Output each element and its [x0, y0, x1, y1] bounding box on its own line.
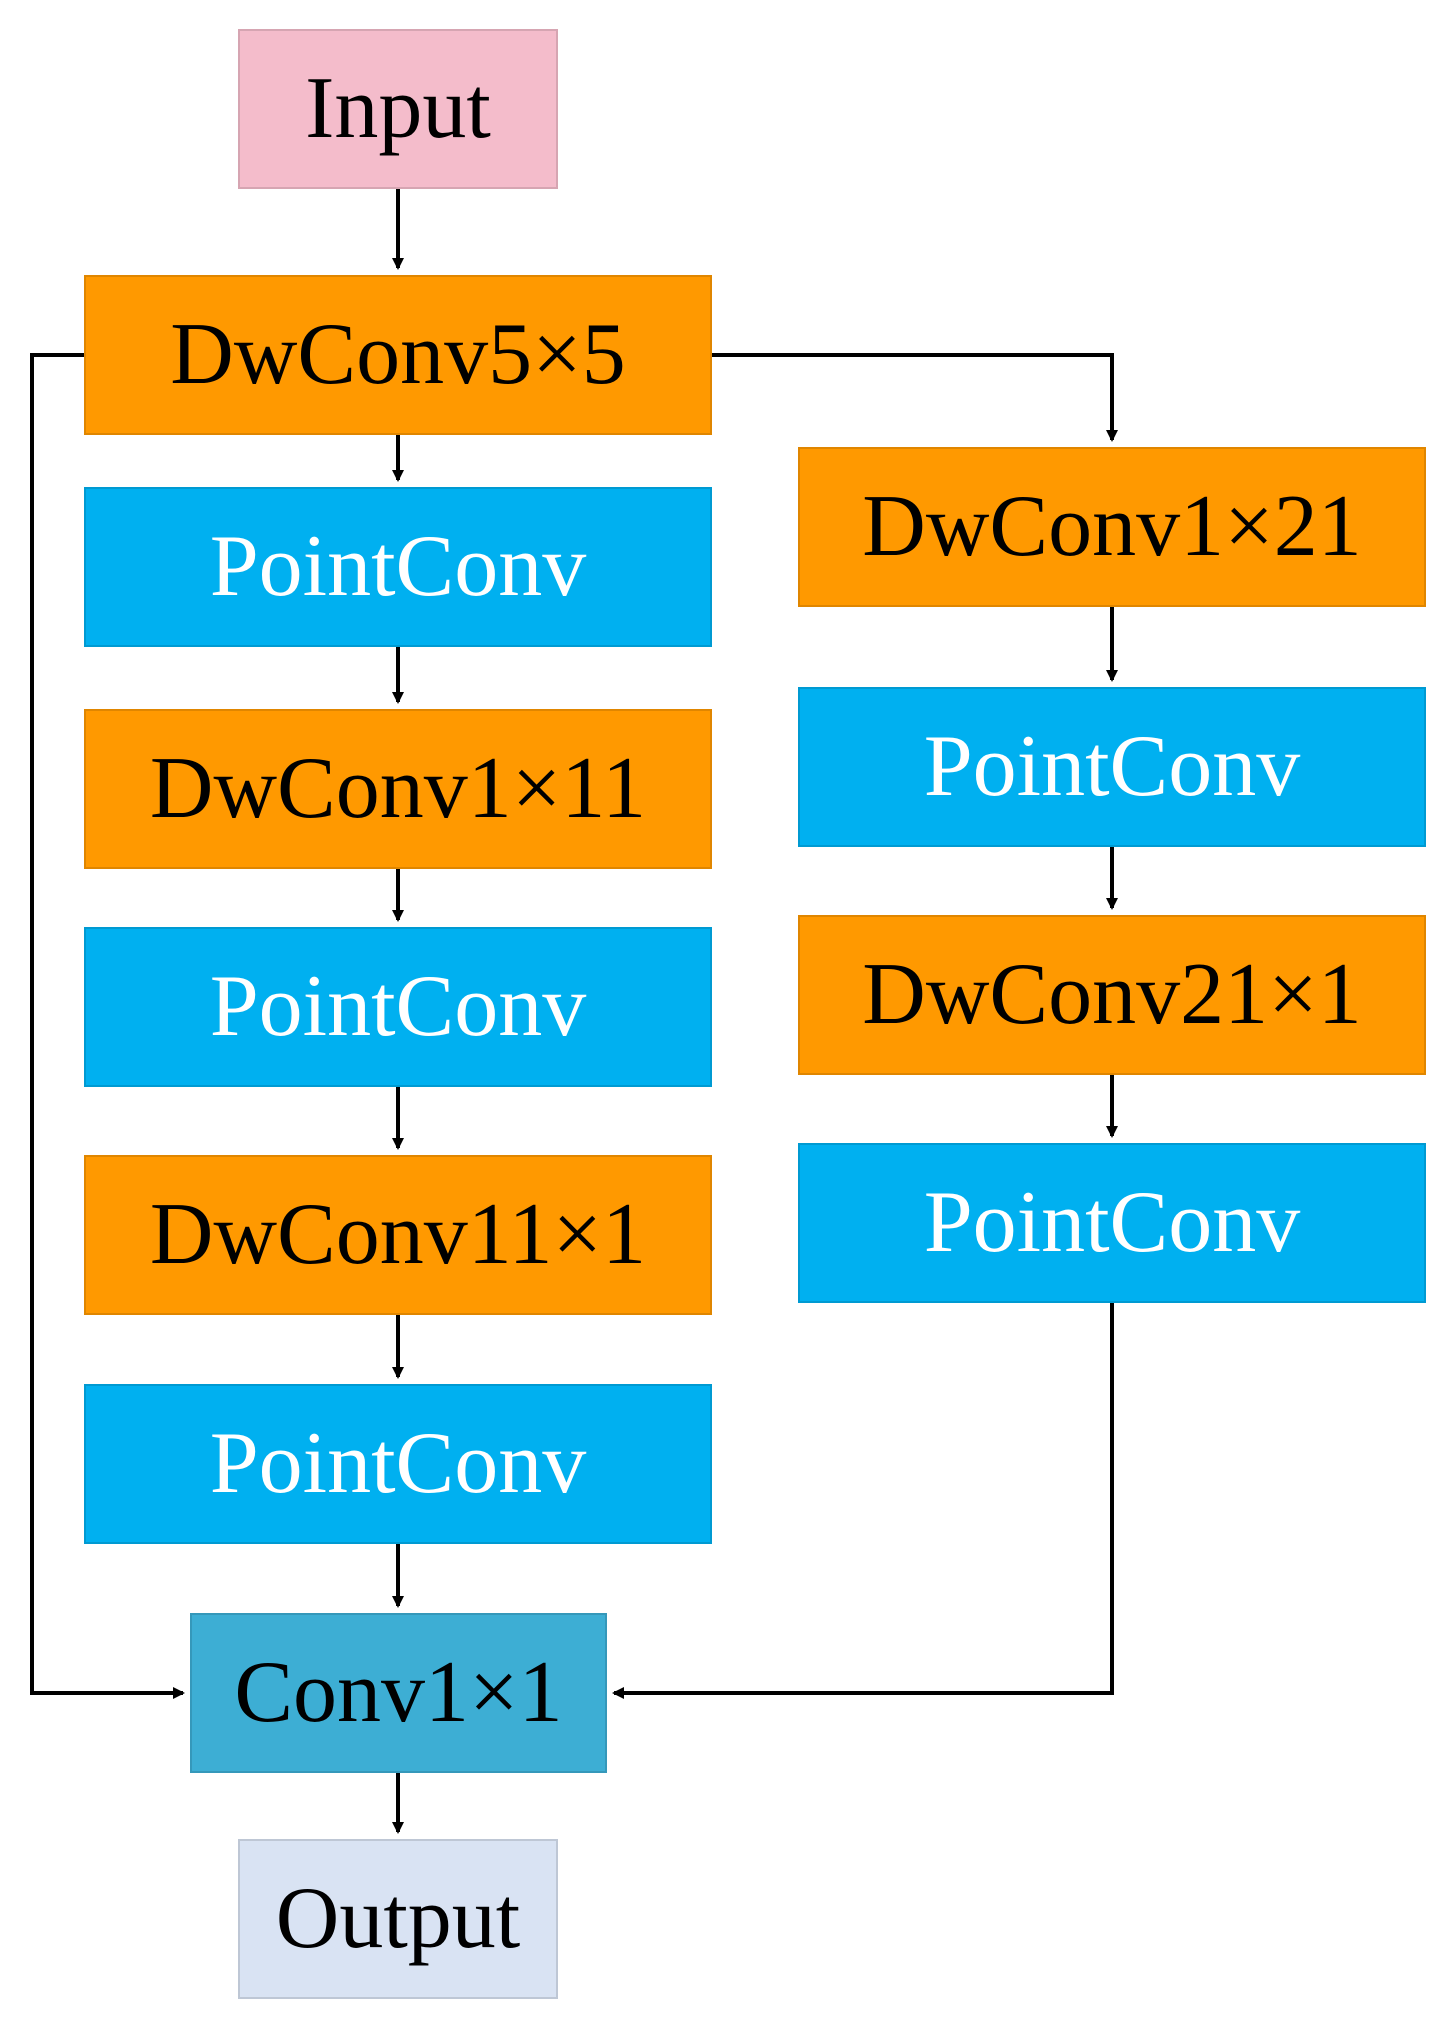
dwconv-5x5-node: DwConv5×5 [84, 275, 712, 435]
pointconv-label-3: PointConv [209, 1415, 587, 1512]
pointconv-node-4: PointConv [798, 687, 1426, 847]
pointconv-node-5: PointConv [798, 1143, 1426, 1303]
output-node: Output [238, 1839, 558, 1999]
dwconv-1x11-node: DwConv1×11 [84, 709, 712, 869]
dwconv-21x1-node: DwConv21×1 [798, 915, 1426, 1075]
pointconv-label-5: PointConv [923, 1174, 1301, 1271]
conv-1x1-node: Conv1×1 [190, 1613, 607, 1773]
pointconv-label-4: PointConv [923, 718, 1301, 815]
pointconv-node-1: PointConv [84, 487, 712, 647]
input-node: Input [238, 29, 558, 189]
dwconv-5x5-label: DwConv5×5 [170, 306, 626, 403]
pointconv-label-2: PointConv [209, 958, 587, 1055]
dwconv-1x21-node: DwConv1×21 [798, 447, 1426, 607]
dwconv-1x11-label: DwConv1×11 [149, 740, 647, 837]
pointconv-node-2: PointConv [84, 927, 712, 1087]
dwconv-11x1-node: DwConv11×1 [84, 1155, 712, 1315]
dwconv-1x21-label: DwConv1×21 [862, 478, 1362, 575]
input-label: Input [305, 60, 491, 157]
dwconv-21x1-label: DwConv21×1 [862, 946, 1362, 1043]
dwconv-11x1-label: DwConv11×1 [149, 1186, 647, 1283]
conv-1x1-label: Conv1×1 [234, 1644, 563, 1741]
output-label: Output [275, 1870, 521, 1967]
pointconv-node-3: PointConv [84, 1384, 712, 1544]
edge-dwconv5x5-to-dwconv1x21 [712, 353, 1118, 442]
pointconv-label-1: PointConv [209, 518, 587, 615]
